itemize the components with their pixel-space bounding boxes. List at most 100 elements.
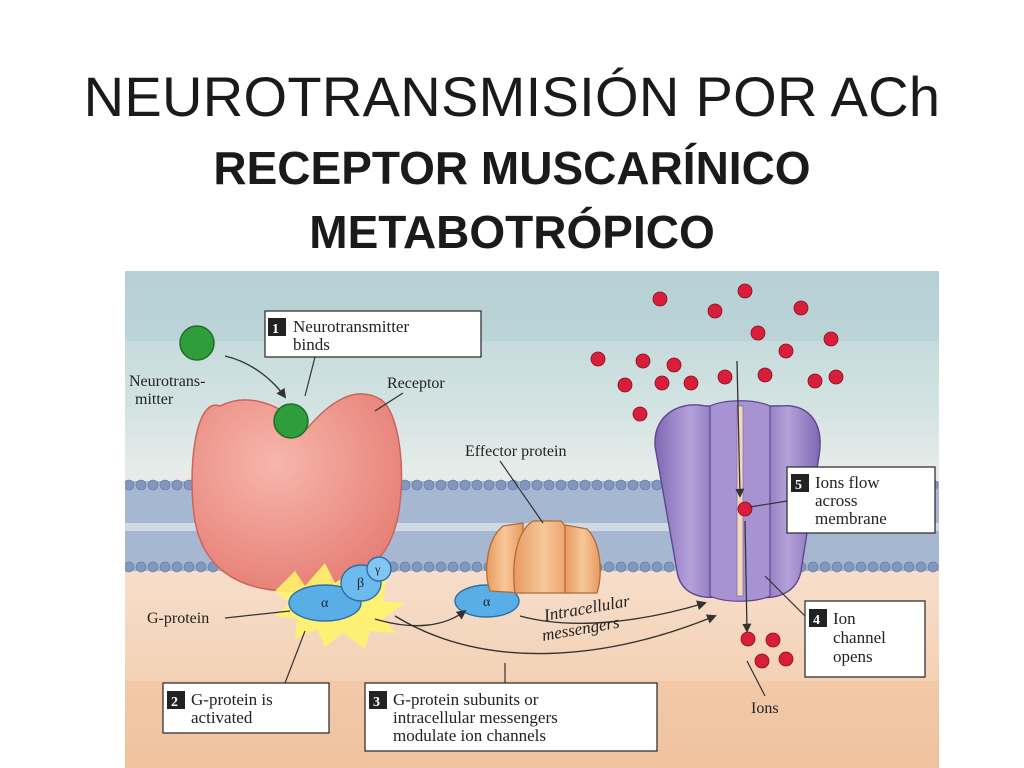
- membrane-head: [927, 561, 939, 573]
- membrane-head: [519, 479, 531, 491]
- step-1-line2: binds: [293, 335, 330, 354]
- step-4-line1: Ion: [833, 609, 856, 628]
- ion: [737, 501, 753, 517]
- membrane-head: [135, 479, 147, 491]
- membrane-head: [159, 479, 171, 491]
- ion: [757, 367, 773, 383]
- membrane-head: [915, 561, 927, 573]
- membrane-head: [423, 561, 435, 573]
- membrane-head: [147, 479, 159, 491]
- diagram-svg: α β γ α Neurotrans- mitter Receptor Effe…: [125, 271, 939, 768]
- alpha-subunit-label: α: [483, 595, 491, 610]
- membrane-head: [591, 479, 603, 491]
- ion: [717, 369, 733, 385]
- title-line-3: METABOTRÓPICO: [309, 206, 715, 258]
- step-2-box: 2 G-protein is activated: [162, 630, 330, 734]
- ion: [617, 377, 633, 393]
- ion: [635, 353, 651, 369]
- membrane-head: [459, 561, 471, 573]
- membrane-head: [543, 479, 555, 491]
- step-5-box: 5 Ions flow across membrane: [749, 466, 936, 534]
- ion: [750, 325, 766, 341]
- g-protein-label: G-protein: [147, 610, 209, 627]
- step-4-box: 4 Ion channel opens: [764, 575, 926, 678]
- effector-protein-label: Effector protein: [465, 443, 566, 460]
- membrane-head: [651, 479, 663, 491]
- membrane-head: [411, 561, 423, 573]
- membrane-head: [903, 561, 915, 573]
- membrane-head: [447, 561, 459, 573]
- step-5-number: 5: [795, 478, 802, 493]
- membrane-head: [435, 561, 447, 573]
- step-4-line3: opens: [833, 647, 873, 666]
- membrane-head: [399, 561, 411, 573]
- membrane-head: [855, 561, 867, 573]
- membrane-head: [603, 479, 615, 491]
- step-5-line1: Ions flow: [815, 473, 880, 492]
- step-1-box: 1 Neurotransmitter binds: [264, 310, 482, 397]
- ion: [632, 406, 648, 422]
- ion: [754, 653, 770, 669]
- ion: [778, 651, 794, 667]
- membrane-head: [459, 479, 471, 491]
- membrane-head: [843, 561, 855, 573]
- step-2-line1: G-protein is: [191, 690, 273, 709]
- ion: [765, 632, 781, 648]
- membrane-head: [891, 561, 903, 573]
- ion: [737, 283, 753, 299]
- membrane-head: [483, 479, 495, 491]
- ion: [683, 375, 699, 391]
- neurotransmitter-bound: [273, 403, 309, 439]
- effector-protein: [486, 520, 601, 594]
- step-4-number: 4: [813, 613, 820, 628]
- membrane-head: [471, 479, 483, 491]
- receptor-label: Receptor: [387, 375, 445, 392]
- step-3-line3: modulate ion channels: [393, 726, 546, 745]
- membrane-head: [831, 561, 843, 573]
- membrane-head: [171, 479, 183, 491]
- step-5-line3: membrane: [815, 509, 887, 528]
- gamma-label: γ: [374, 562, 381, 576]
- step-3-line1: G-protein subunits or: [393, 690, 539, 709]
- step-3-number: 3: [373, 695, 380, 710]
- neurotransmission-diagram: α β γ α Neurotrans- mitter Receptor Effe…: [125, 271, 939, 768]
- g-protein: [288, 556, 392, 622]
- membrane-head: [135, 561, 147, 573]
- ion: [823, 331, 839, 347]
- membrane-head: [183, 561, 195, 573]
- membrane-head: [125, 561, 135, 573]
- membrane-head: [531, 479, 543, 491]
- step-2-line2: activated: [191, 708, 253, 727]
- ion: [807, 373, 823, 389]
- ion: [707, 303, 723, 319]
- membrane-head: [147, 561, 159, 573]
- ions-label: Ions: [751, 700, 779, 717]
- ion: [590, 351, 606, 367]
- step-1-line1: Neurotransmitter: [293, 317, 409, 336]
- ions-group: [590, 283, 844, 669]
- step-5-line2: across: [815, 491, 857, 510]
- membrane-head: [639, 561, 651, 573]
- membrane-head: [639, 479, 651, 491]
- membrane-head: [423, 479, 435, 491]
- ion: [654, 375, 670, 391]
- step-3-box: 3 G-protein subunits or intracellular me…: [364, 663, 658, 752]
- ion: [740, 631, 756, 647]
- ion: [793, 300, 809, 316]
- membrane-head: [627, 479, 639, 491]
- membrane-head: [125, 479, 135, 491]
- membrane-head: [867, 561, 879, 573]
- membrane-head: [819, 561, 831, 573]
- neurotransmitter-label-2: mitter: [135, 391, 174, 408]
- membrane-head: [651, 561, 663, 573]
- membrane-head: [567, 479, 579, 491]
- beta-label: β: [357, 576, 364, 591]
- membrane-head: [663, 561, 675, 573]
- ion: [778, 343, 794, 359]
- membrane-head: [471, 561, 483, 573]
- alpha-label: α: [321, 596, 329, 611]
- title-line-1: NEUROTRANSMISIÓN POR ACh: [83, 65, 941, 128]
- membrane-head: [159, 561, 171, 573]
- neurotransmitter-free: [179, 325, 215, 361]
- alpha-subunit: [454, 584, 520, 618]
